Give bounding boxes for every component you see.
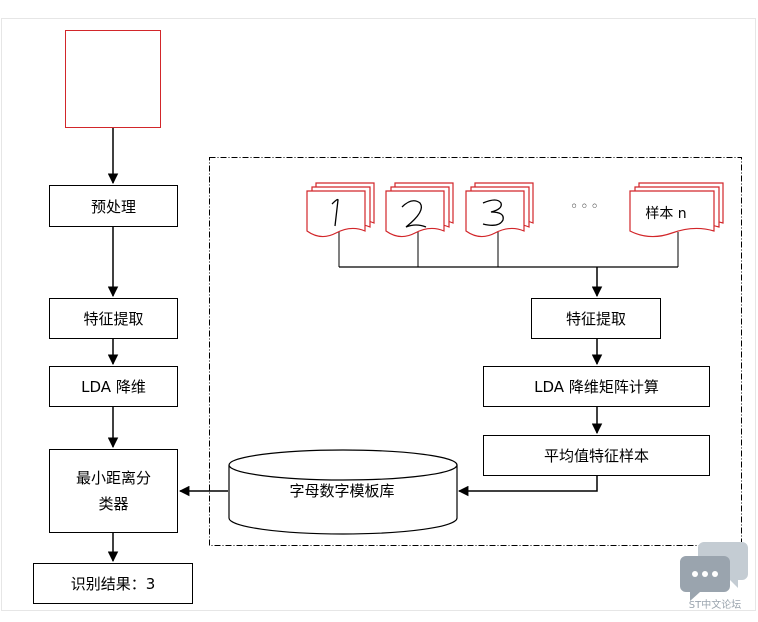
database-label: 字母数字模板库 [289, 482, 395, 500]
watermark-text: ST中文论坛 [688, 600, 742, 611]
mean-samples-label: 平均值特征样本 [543, 447, 649, 465]
feature-extract-label-left: 特征提取 [83, 310, 144, 328]
classifier-box: 最小距离分 类器 [49, 449, 178, 533]
lda-box: LDA 降维 [49, 366, 178, 407]
classifier-label-line1: 最小距离分 [75, 469, 151, 487]
sample-n-label: 样本 n [645, 206, 687, 222]
lda-matrix-label: LDA 降维矩阵计算 [534, 378, 659, 396]
classifier-label-line2: 类器 [98, 495, 129, 513]
outer-frame [1, 18, 756, 611]
chat-bubbles-icon [680, 542, 748, 601]
input-digit-image [65, 30, 161, 128]
training-region-dashed [209, 157, 742, 546]
sample-doc-1 [306, 182, 375, 238]
mean-samples-box: 平均值特征样本 [483, 435, 710, 476]
lda-label: LDA 降维 [81, 378, 146, 396]
feature-extract-box-left: 特征提取 [49, 298, 178, 339]
preprocess-label: 预处理 [90, 197, 136, 216]
feature-extract-label-right: 特征提取 [565, 310, 626, 328]
sample-doc-3 [465, 182, 534, 238]
samples-ellipsis: ◦◦◦ [570, 199, 601, 215]
feature-extract-box-right: 特征提取 [531, 298, 661, 339]
result-box: 识别结果：3 [33, 563, 193, 604]
sample-doc-2 [385, 182, 454, 238]
preprocess-box: 预处理 [49, 185, 178, 227]
sample-doc-n [629, 182, 724, 238]
lda-matrix-box: LDA 降维矩阵计算 [483, 366, 710, 407]
arrow-mean-to-database [457, 476, 598, 497]
result-label: 识别结果：3 [70, 575, 156, 593]
database-cylinder [228, 449, 458, 535]
